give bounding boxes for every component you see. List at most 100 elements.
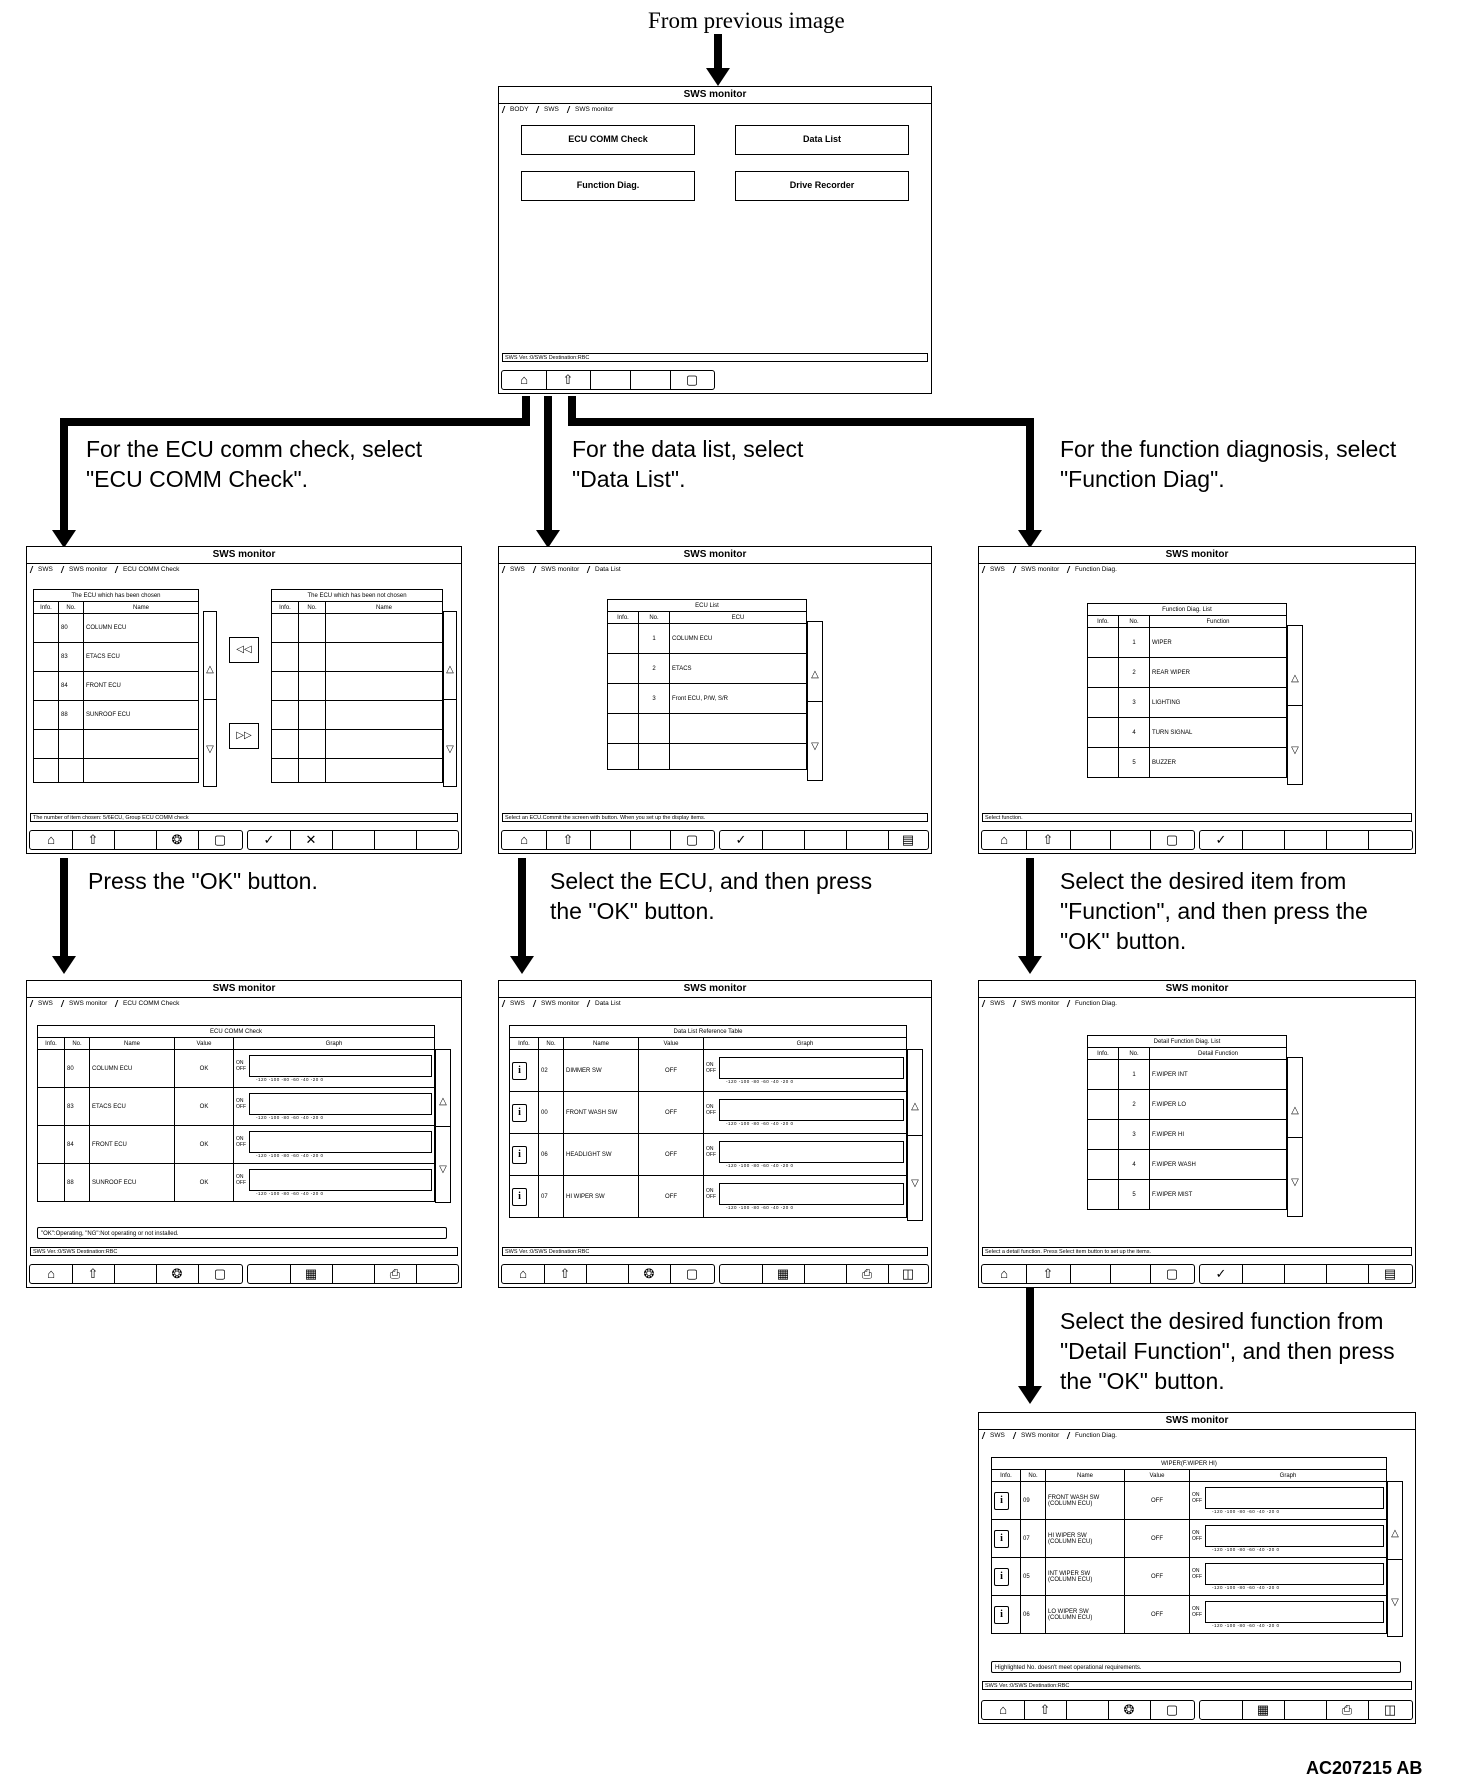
breadcrumb-function-diag[interactable]: Function Diag. <box>1066 1432 1125 1439</box>
scroll-up-icon[interactable]: △ <box>439 1095 447 1107</box>
diagnosis-icon[interactable]: ❂ <box>628 1265 671 1283</box>
blank-toolbar-button[interactable] <box>1284 1265 1327 1283</box>
diagnosis-icon[interactable]: ❂ <box>156 831 199 849</box>
back-icon[interactable]: ⇧ <box>546 831 591 849</box>
scroll-down-icon[interactable]: ▽ <box>1291 1176 1299 1188</box>
blank-toolbar-button[interactable] <box>630 831 671 849</box>
blank-toolbar-button[interactable] <box>1070 831 1111 849</box>
blank-toolbar-button[interactable] <box>1110 1265 1151 1283</box>
back-icon[interactable]: ⇧ <box>544 1265 587 1283</box>
home-icon[interactable]: ⌂ <box>30 1265 73 1283</box>
breadcrumb-sws-monitor[interactable]: SWS monitor <box>60 566 115 573</box>
blank-toolbar-button[interactable] <box>416 1265 458 1283</box>
blank-toolbar-button[interactable] <box>590 831 631 849</box>
scrollbar[interactable]: △▽ <box>1287 625 1303 785</box>
blank-toolbar-button[interactable] <box>114 1265 157 1283</box>
back-icon[interactable]: ⇧ <box>1026 831 1071 849</box>
ok-icon[interactable]: ✓ <box>248 831 291 849</box>
info-icon[interactable]: i <box>994 1491 1009 1510</box>
blank-toolbar-button[interactable] <box>804 831 847 849</box>
blank-toolbar-button[interactable] <box>720 1265 763 1283</box>
blank-toolbar-button[interactable] <box>1200 1701 1243 1719</box>
breadcrumb-sws-monitor[interactable]: SWS monitor <box>532 566 587 573</box>
blank-toolbar-button[interactable] <box>1284 1701 1327 1719</box>
scrollbar[interactable]: △▽ <box>203 611 217 787</box>
blank-toolbar-button[interactable] <box>1110 831 1151 849</box>
printer-icon[interactable]: ⎙ <box>846 1265 889 1283</box>
window-icon[interactable]: ▢ <box>1165 1702 1179 1717</box>
scroll-down-icon[interactable]: ▽ <box>206 743 214 755</box>
scrollbar[interactable]: △▽ <box>1387 1481 1403 1637</box>
table-row[interactable] <box>271 613 443 643</box>
panel-icon[interactable]: ◫ <box>1383 1702 1397 1717</box>
blank-toolbar-button[interactable] <box>1326 831 1369 849</box>
blank-toolbar-button[interactable] <box>374 831 417 849</box>
ecu-comm-check-button[interactable]: ECU COMM Check <box>521 125 695 155</box>
breadcrumb-sws[interactable]: SWS <box>981 1000 1013 1007</box>
info-icon[interactable]: i <box>512 1103 527 1122</box>
move-right-icon[interactable]: ▷▷ <box>229 723 259 749</box>
table-row[interactable] <box>33 729 199 759</box>
home-icon[interactable]: ⌂ <box>502 371 547 389</box>
drive-recorder-button[interactable]: Drive Recorder <box>735 171 909 201</box>
table-icon[interactable]: ▦ <box>762 1265 805 1283</box>
scrollbar[interactable]: △▽ <box>907 1049 923 1221</box>
breadcrumb-ecu-comm-check[interactable]: ECU COMM Check <box>114 1000 187 1007</box>
blank-toolbar-button[interactable] <box>804 1265 847 1283</box>
scroll-down-icon[interactable]: ▽ <box>1391 1597 1399 1609</box>
scroll-up-icon[interactable]: △ <box>446 664 454 676</box>
blank-toolbar-button[interactable] <box>1242 1265 1285 1283</box>
blank-toolbar-button[interactable] <box>1070 1265 1111 1283</box>
back-icon[interactable]: ⇧ <box>72 831 115 849</box>
printer-icon[interactable]: ⎙ <box>1326 1701 1369 1719</box>
cancel-icon[interactable]: ✕ <box>290 831 333 849</box>
table-row[interactable] <box>33 758 199 783</box>
blank-toolbar-button[interactable] <box>1066 1701 1109 1719</box>
panel-icon[interactable]: ◫ <box>901 1266 915 1281</box>
breadcrumb-sws-monitor[interactable]: SWS monitor <box>60 1000 115 1007</box>
breadcrumb-sws[interactable]: SWS <box>981 1432 1013 1439</box>
breadcrumb-sws[interactable]: SWS <box>29 1000 61 1007</box>
blank-toolbar-button[interactable] <box>1242 831 1285 849</box>
window-icon[interactable]: ▢ <box>685 1266 699 1281</box>
back-icon[interactable]: ⇧ <box>546 371 591 389</box>
home-icon[interactable]: ⌂ <box>982 1701 1025 1719</box>
breadcrumb-sws[interactable]: SWS <box>981 566 1013 573</box>
window-icon[interactable]: ▢ <box>213 832 227 847</box>
scroll-up-icon[interactable]: △ <box>811 669 819 681</box>
window-icon[interactable]: ▢ <box>1165 832 1179 847</box>
blank-toolbar-button[interactable] <box>114 831 157 849</box>
scroll-down-icon[interactable]: ▽ <box>911 1178 919 1190</box>
table-row[interactable] <box>607 743 807 770</box>
info-icon[interactable]: i <box>512 1061 527 1080</box>
blank-toolbar-button[interactable] <box>1284 831 1327 849</box>
scrollbar[interactable]: △▽ <box>435 1049 451 1203</box>
home-icon[interactable]: ⌂ <box>502 831 547 849</box>
home-icon[interactable]: ⌂ <box>502 1265 545 1283</box>
breadcrumb-sws[interactable]: SWS <box>501 566 533 573</box>
ok-icon[interactable]: ✓ <box>1200 1265 1243 1283</box>
home-icon[interactable]: ⌂ <box>982 1265 1027 1283</box>
scrollbar[interactable]: △▽ <box>1287 1057 1303 1217</box>
data-list-button[interactable]: Data List <box>735 125 909 155</box>
breadcrumb-sws[interactable]: SWS <box>29 566 61 573</box>
scroll-up-icon[interactable]: △ <box>1391 1528 1399 1540</box>
blank-toolbar-button[interactable] <box>630 371 671 389</box>
blank-toolbar-button[interactable] <box>1326 1265 1369 1283</box>
breadcrumb-data-list[interactable]: Data List <box>586 1000 629 1007</box>
scroll-down-icon[interactable]: ▽ <box>439 1163 447 1175</box>
breadcrumb-ecu-comm-check[interactable]: ECU COMM Check <box>114 566 187 573</box>
scrollbar[interactable]: △▽ <box>443 611 457 787</box>
